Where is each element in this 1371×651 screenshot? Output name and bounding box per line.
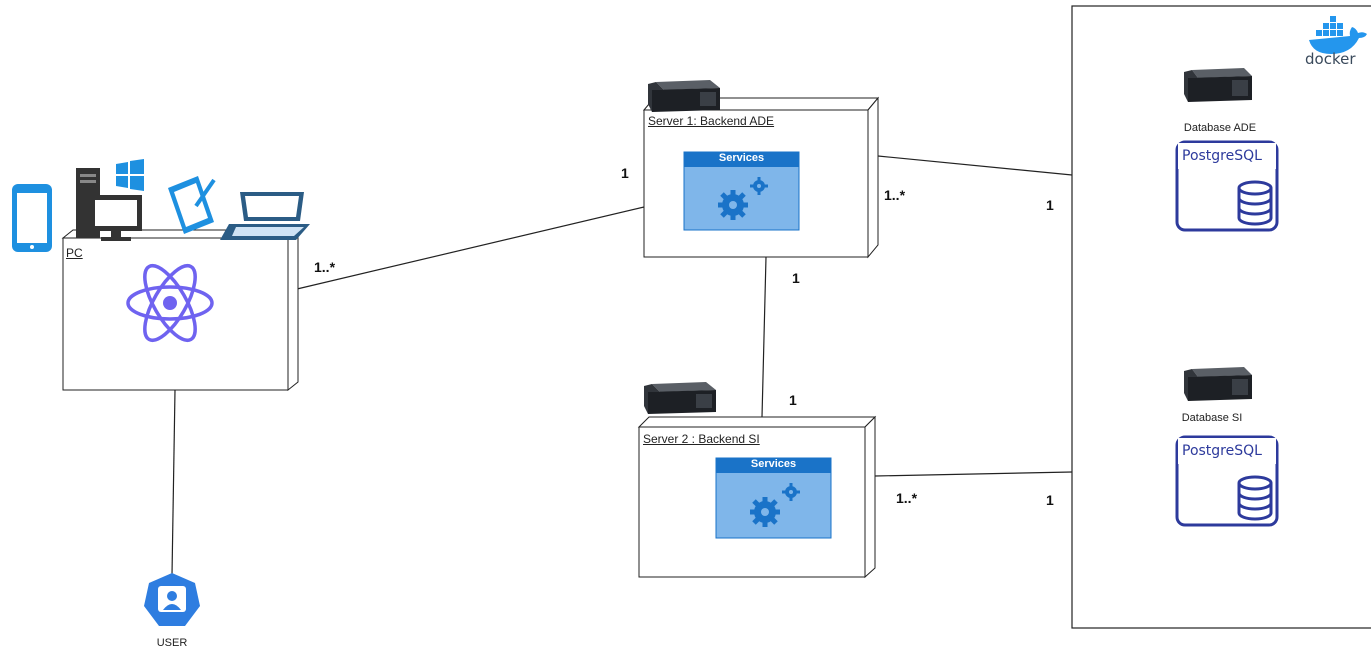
- mult-server1-server2-near-server1: 1: [792, 270, 800, 286]
- laptop-icon: [220, 192, 310, 240]
- mult-server1-server2-near-server2: 1: [789, 392, 797, 408]
- windows-logo-icon: [116, 159, 144, 191]
- server1-node-label: Server 1: Backend ADE: [648, 114, 775, 128]
- server2-node-label: Server 2 : Backend SI: [643, 432, 760, 446]
- edge-server1-server2: [761, 256, 767, 418]
- server-icon: [644, 382, 716, 414]
- docker-whale-icon: [1309, 16, 1367, 54]
- tablet-icon: [168, 176, 216, 234]
- mult-server2-db-near-db: 1: [1046, 492, 1054, 508]
- mult-pc-server1-near-pc: 1..*: [314, 259, 336, 275]
- services-title-server1: Services: [718, 152, 765, 164]
- services-title-server2: Services: [750, 458, 797, 470]
- atom-icon: [126, 264, 214, 342]
- server-icon: [648, 80, 720, 112]
- db-si-label: Database SI: [1181, 412, 1243, 424]
- server-icon: [1184, 367, 1252, 401]
- database-icon: [1175, 140, 1279, 232]
- db-si-engine-label: PostgreSQL: [1182, 443, 1262, 459]
- user-label: USER: [156, 637, 188, 649]
- user-icon: [144, 573, 200, 626]
- gear-icon: [750, 483, 800, 527]
- edge-pc-server1: [296, 206, 645, 290]
- database-icon: [1175, 435, 1279, 527]
- db-ade-engine-label: PostgreSQL: [1182, 148, 1262, 164]
- gear-icon: [718, 177, 768, 220]
- mult-server1-db-near-db: 1: [1046, 197, 1054, 213]
- edge-pc-user: [171, 389, 176, 576]
- connection-lines: [171, 155, 1073, 576]
- desktop-pc-icon: [76, 168, 142, 241]
- db-ade-label: Database ADE: [1183, 122, 1257, 134]
- docker-label: docker: [1305, 50, 1356, 68]
- edge-server2-db: [874, 471, 1073, 477]
- server-icon: [1184, 68, 1252, 102]
- phone-icon: [12, 184, 52, 252]
- mult-server2-db-near-server2: 1..*: [896, 490, 918, 506]
- services-box-server2: [715, 457, 832, 539]
- pc-node: [61, 228, 300, 392]
- mult-server1-db-near-server1: 1..*: [884, 187, 906, 203]
- pc-node-label: PC: [66, 246, 83, 260]
- services-box-server1: [683, 151, 800, 231]
- edge-server1-db: [877, 155, 1073, 176]
- mult-pc-server1-near-server1: 1: [621, 165, 629, 181]
